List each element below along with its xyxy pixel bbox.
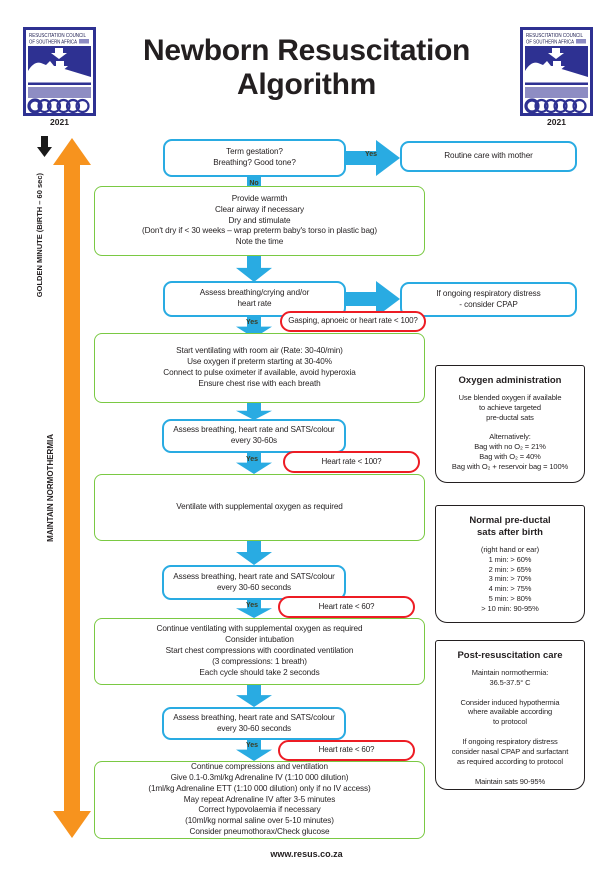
logo-org-line2: OF SOUTHERN AFRICA xyxy=(29,40,77,46)
logo-year: 2021 xyxy=(547,117,566,127)
yes-label: Yes xyxy=(245,602,259,609)
yes-label: Yes xyxy=(245,319,259,326)
flow-box-ventilate-supplemental: Ventilate with supplemental oxygen as re… xyxy=(94,474,425,541)
rcsa-logo: RESUSCITATION COUNCIL OF SOUTHERN AFRICA xyxy=(23,27,96,116)
flow-box-provide-warmth: Provide warmth Clear airway if necessary… xyxy=(94,186,425,256)
black-down-arrow-icon xyxy=(37,136,52,157)
info-box-post-resuscitation: Post-resuscitation care Maintain normoth… xyxy=(435,640,585,790)
flow-box-gasping-apnoeic: Gasping, apnoeic or heart rate < 100? xyxy=(280,311,426,332)
yes-label: Yes xyxy=(245,742,259,749)
flow-box-continue-compressions: Continue compressions and ventilation Gi… xyxy=(94,761,425,839)
arrow-down-icon xyxy=(236,256,272,282)
flow-box-hr-less-60-a: Heart rate < 60? xyxy=(278,596,415,618)
golden-minute-label: GOLDEN MINUTE (BIRTH – 60 sec) xyxy=(34,172,44,298)
flow-box-hr-less-60-b: Heart rate < 60? xyxy=(278,740,415,761)
arrow-right-icon xyxy=(346,281,400,317)
maintain-normothermia-double-arrow-icon xyxy=(53,138,91,838)
info-box-body: Use blended oxygen if available to achie… xyxy=(451,392,569,472)
arrow-down-icon xyxy=(236,453,272,474)
arrow-right-icon xyxy=(346,140,400,176)
flow-box-term-gestation: Term gestation? Breathing? Good tone? xyxy=(163,139,346,177)
info-box-normal-sats: Normal pre-ductal sats after birth (righ… xyxy=(435,505,585,623)
info-box-body: Maintain normothermia: 36.5-37.5° C Cons… xyxy=(451,667,569,786)
flow-box-continue-ventilating: Continue ventilating with supplemental o… xyxy=(94,618,425,685)
flow-box-assess-sats-2: Assess breathing, heart rate and SATS/co… xyxy=(162,565,346,600)
info-box-title: Post-resuscitation care xyxy=(457,650,563,661)
arrow-down-icon xyxy=(236,740,272,761)
flow-box-start-ventilating: Start ventilating with room air (Rate: 3… xyxy=(94,333,425,403)
no-label: No xyxy=(249,180,259,187)
arrow-down-icon xyxy=(236,403,272,420)
rcsa-logo: RESUSCITATION COUNCIL OF SOUTHERN AFRICA xyxy=(520,27,593,116)
info-box-title: Oxygen administration xyxy=(458,375,562,386)
logo-org-line2: OF SOUTHERN AFRICA xyxy=(526,40,574,46)
yes-label: Yes xyxy=(245,456,259,463)
page-title: Newborn Resuscitation Algorithm xyxy=(142,34,471,101)
logo-org-line1: RESUSCITATION COUNCIL xyxy=(29,33,86,39)
arrow-down-icon xyxy=(236,541,272,565)
logo-org-line1: RESUSCITATION COUNCIL xyxy=(526,33,583,39)
flow-box-routine-care: Routine care with mother xyxy=(400,141,577,172)
arrow-down-icon xyxy=(236,685,272,707)
flow-box-hr-less-100: Heart rate < 100? xyxy=(283,451,420,473)
yes-label: Yes xyxy=(364,151,378,158)
info-box-oxygen-administration: Oxygen administration Use blended oxygen… xyxy=(435,365,585,483)
arrow-down-icon xyxy=(236,317,272,338)
website-url: www.resus.co.za xyxy=(270,849,343,859)
flow-box-consider-cpap: If ongoing respiratory distress - consid… xyxy=(400,282,577,317)
info-box-title: Normal pre-ductal sats after birth xyxy=(469,515,551,538)
flow-box-assess-sats-1: Assess breathing, heart rate and SATS/co… xyxy=(162,419,346,453)
logo-year: 2021 xyxy=(50,117,69,127)
flow-box-assess-sats-3: Assess breathing, heart rate and SATS/co… xyxy=(162,707,346,740)
arrow-down-icon xyxy=(236,600,272,618)
info-box-body: (right hand or ear) 1 min: > 60% 2 min: … xyxy=(480,544,540,614)
